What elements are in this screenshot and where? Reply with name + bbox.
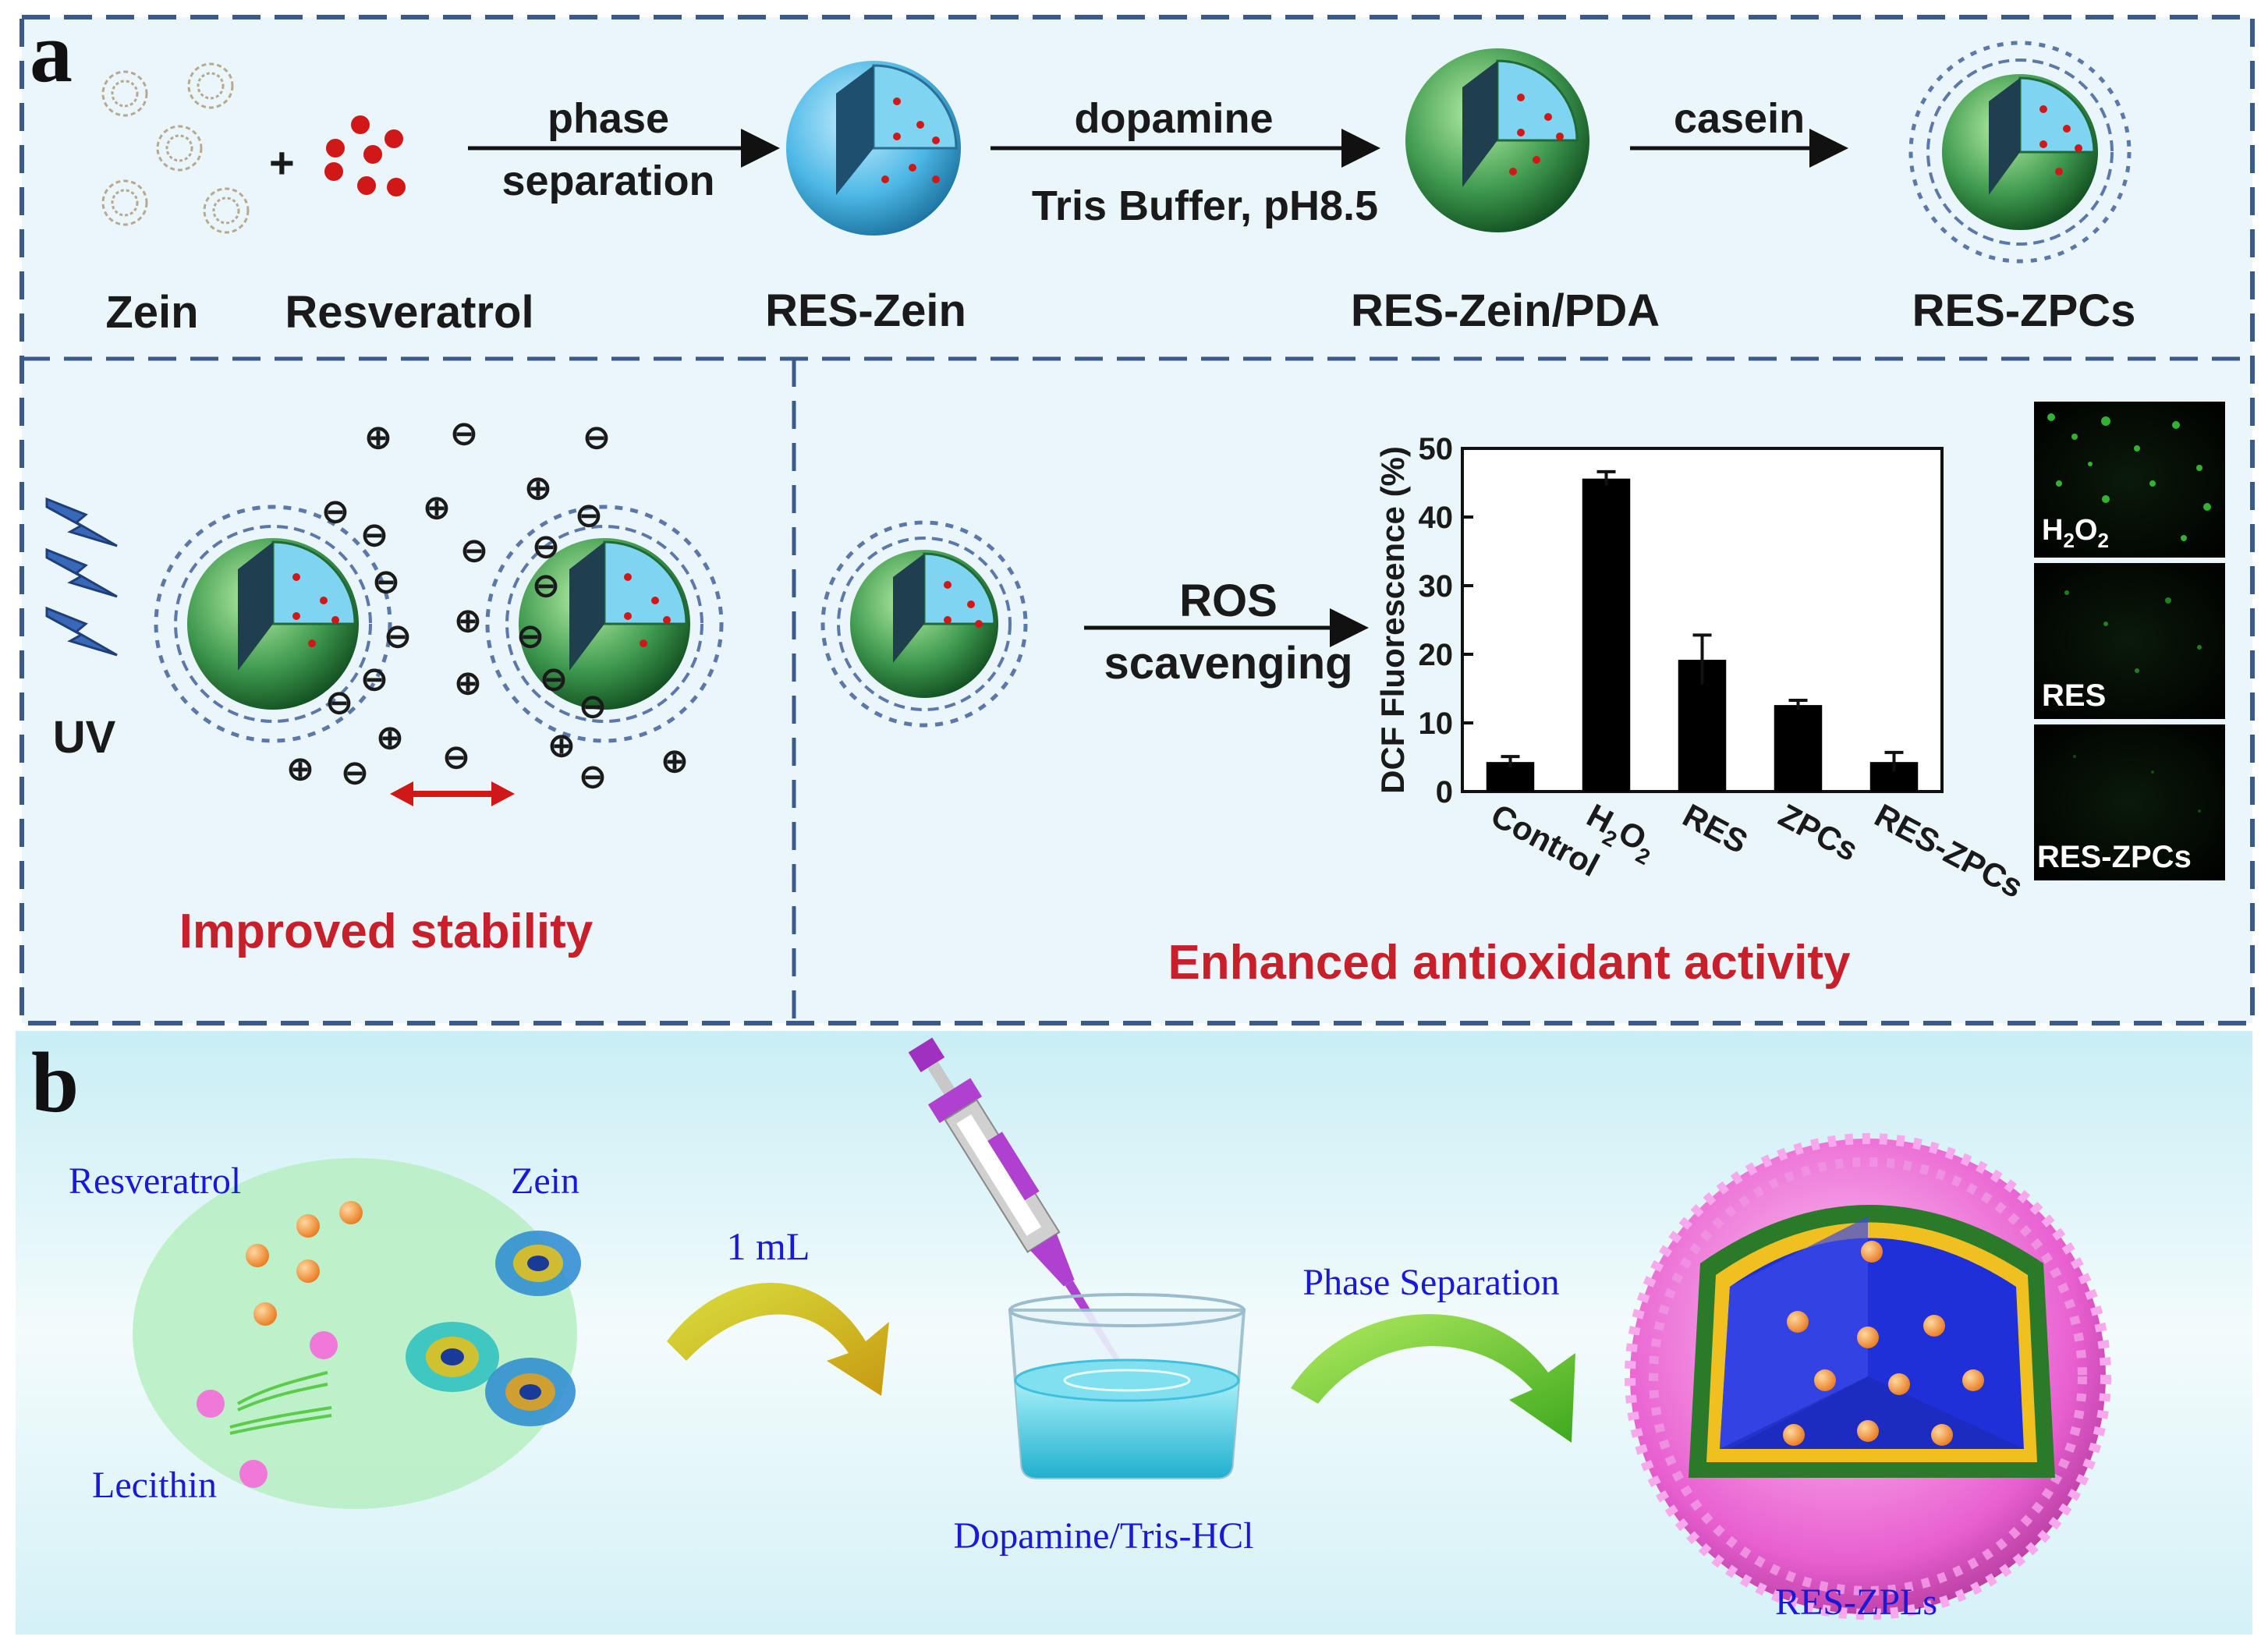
label-resveratrol-b: Resveratrol <box>69 1160 241 1202</box>
plus-charge: ⊕ <box>548 727 575 763</box>
charge-symbols: ⊕ ⊖ ⊖ ⊖ ⊕ ⊕ ⊖ ⊖ ⊖ ⊖ ⊖ ⊖ ⊕ ⊖ ⊖ ⊖ ⊕ ⊖ ⊖ ⊖ … <box>286 415 688 795</box>
ros-label-top: ROS <box>1179 576 1278 626</box>
particle-ros <box>820 520 1028 728</box>
minus-charge: ⊖ <box>372 563 399 600</box>
plus-charge: ⊕ <box>364 419 392 455</box>
panel-b-label: b <box>31 1035 79 1130</box>
label-zein: Zein <box>105 287 198 338</box>
label-res-zpls: RES-ZPLs <box>1775 1582 1937 1623</box>
label-resveratrol: Resveratrol <box>285 287 533 338</box>
beaker-icon <box>1008 1293 1246 1479</box>
y-axis-tick-label: 30 <box>1419 569 1454 604</box>
panel-a-label: a <box>30 5 73 100</box>
label-res-zpcs: RES-ZPCs <box>1912 285 2136 336</box>
minus-charge: ⊖ <box>532 528 559 565</box>
minus-charge: ⊖ <box>360 516 388 553</box>
arrow2-label-top: dopamine <box>1074 95 1273 142</box>
label-volume: 1 mL <box>727 1224 810 1268</box>
plus-charge: ⊕ <box>376 719 403 756</box>
caption-enhanced-antioxidant: Enhanced antioxidant activity <box>1168 936 1851 990</box>
fluorescence-micrographs: H2O2 RES RES-ZPCs <box>2034 402 2225 880</box>
uv-lightning-icons <box>45 497 118 657</box>
repulsion-double-arrow <box>390 781 515 806</box>
res-zein-particle <box>786 61 961 236</box>
minus-charge: ⊖ <box>579 758 606 795</box>
minus-charge: ⊖ <box>532 567 559 604</box>
plus-charge: ⊕ <box>454 602 481 639</box>
minus-charge: ⊖ <box>450 415 477 452</box>
y-axis-tick-label: 10 <box>1419 707 1454 741</box>
micrograph-h2o2 <box>2034 402 2225 558</box>
minus-charge: ⊖ <box>325 684 353 721</box>
uv-label: UV <box>53 712 116 763</box>
zein-protein-structures <box>406 1231 581 1426</box>
minus-charge: ⊖ <box>442 739 470 775</box>
y-axis-tick-label: 0 <box>1436 775 1453 809</box>
chart-bar-h2o2 <box>1582 478 1631 792</box>
minus-charge: ⊖ <box>540 661 567 697</box>
minus-charge: ⊖ <box>341 754 368 791</box>
ros-label-bottom: scavenging <box>1104 638 1352 689</box>
resveratrol-dots <box>324 115 406 197</box>
arrow3-label-top: casein <box>1674 95 1805 142</box>
zein-protein-icons <box>101 62 250 234</box>
minus-charge: ⊖ <box>321 493 349 530</box>
minus-charge: ⊖ <box>516 618 544 654</box>
res-zpls-liposome <box>1625 1133 2111 1620</box>
micrograph-label-res-zpcs: RES-ZPCs <box>2037 840 2192 874</box>
plus-symbol: + <box>269 138 295 187</box>
minus-charge: ⊖ <box>384 618 411 654</box>
chart-y-axis-label: DCF Fluorescence (%) <box>1374 446 1411 794</box>
label-dopamine-tris: Dopamine/Tris-HCl <box>954 1515 1254 1557</box>
plus-charge: ⊕ <box>454 664 481 701</box>
arrow2-label-bottom: Tris Buffer, pH8.5 <box>1032 182 1378 229</box>
y-axis-tick-label: 20 <box>1419 638 1454 672</box>
label-phase-separation: Phase Separation <box>1302 1262 1559 1303</box>
caption-improved-stability: Improved stability <box>179 905 594 958</box>
curved-arrow-yellow <box>667 1283 889 1396</box>
minus-charge: ⊖ <box>579 688 606 724</box>
curved-arrow-green <box>1291 1314 1575 1443</box>
mixture-ellipse <box>133 1158 577 1509</box>
particle-left <box>154 505 392 743</box>
res-zein-pda-particle <box>1405 48 1589 232</box>
particle-right <box>485 505 724 743</box>
y-axis-tick-label: 40 <box>1419 501 1454 535</box>
plus-charge: ⊕ <box>286 750 314 787</box>
arrow1-label-bottom: separation <box>501 158 714 204</box>
label-zein-b: Zein <box>511 1160 579 1202</box>
micrograph-res-zpcs <box>2034 724 2225 880</box>
label-res-zein-pda: RES-Zein/PDA <box>1351 285 1660 336</box>
resveratrol-spheres <box>246 1201 363 1326</box>
minus-charge: ⊖ <box>360 661 388 697</box>
micrograph-label-res: RES <box>2042 678 2106 713</box>
plus-charge: ⊕ <box>423 489 450 526</box>
y-axis-tick-label: 50 <box>1419 432 1454 466</box>
label-lecithin: Lecithin <box>92 1465 217 1506</box>
panel-a-border <box>19 15 2255 1025</box>
minus-charge: ⊖ <box>575 497 602 533</box>
label-res-zein: RES-Zein <box>765 285 966 336</box>
chart-bar-zpcs <box>1774 705 1823 792</box>
micrograph-res <box>2034 563 2225 719</box>
res-zpcs-particle <box>1908 41 2132 264</box>
plus-charge: ⊕ <box>661 742 688 779</box>
lecithin-molecules <box>197 1331 338 1488</box>
minus-charge: ⊖ <box>583 419 610 455</box>
arrow1-label-top: phase <box>548 95 669 142</box>
minus-charge: ⊖ <box>460 532 487 569</box>
plus-charge: ⊕ <box>524 469 551 506</box>
